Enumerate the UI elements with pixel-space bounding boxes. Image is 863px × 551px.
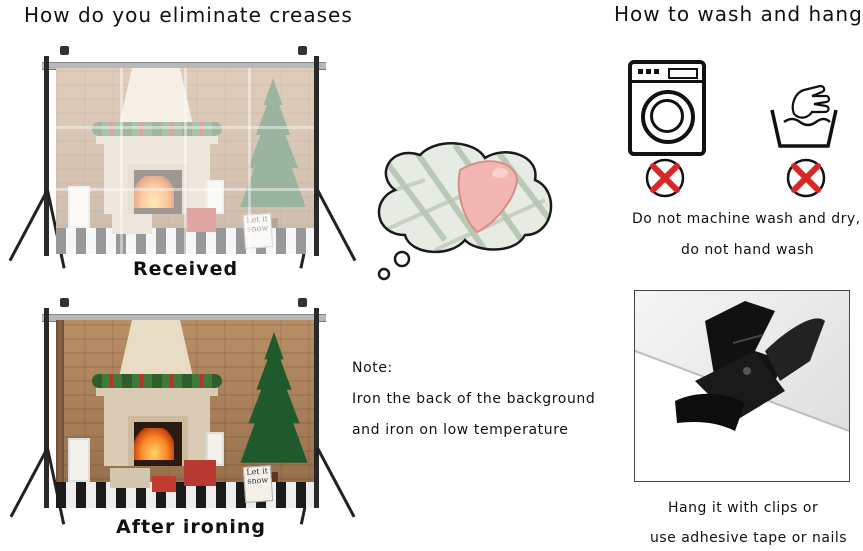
note-line-1: Iron the back of the background [352, 391, 596, 407]
clip-photo [634, 290, 850, 482]
right-heading: How to wash and hang [614, 2, 863, 26]
no-hand-wash-icon [786, 158, 826, 198]
hang-line-2: use adhesive tape or nails [650, 530, 848, 546]
hand-wash-icon [770, 84, 838, 148]
received-caption: Received [133, 258, 239, 280]
hang-line-1: Hang it with clips or [668, 500, 819, 516]
after-backdrop-image: Let it snow [56, 320, 314, 508]
left-heading: How do you eliminate creases [24, 3, 353, 27]
after-sign-text: Let it snow [246, 466, 269, 486]
note-line-2: and iron on low temperature [352, 422, 569, 438]
wash-warning-line-1: Do not machine wash and dry, [632, 211, 861, 227]
received-backdrop-image: Let it snow [56, 68, 314, 254]
washing-machine-icon [628, 60, 706, 156]
thought-cloud-iron [377, 142, 553, 281]
wash-warning-line-2: do not hand wash [681, 242, 815, 258]
after-ironing-caption: After ironing [116, 516, 267, 538]
note-label: Note: [352, 360, 393, 376]
no-machine-wash-icon [645, 158, 685, 198]
